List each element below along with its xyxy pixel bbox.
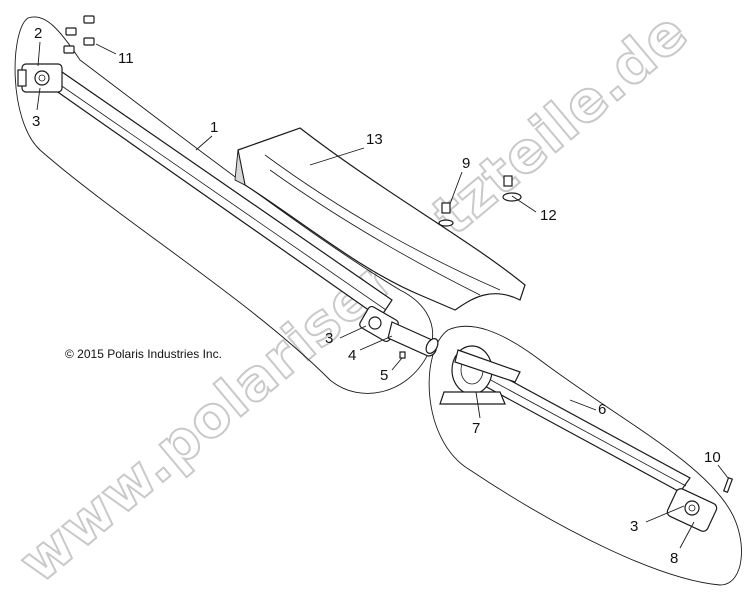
callout-2: 2	[34, 25, 42, 42]
callout-6: 6	[598, 401, 606, 418]
rear-u-joint-yoke	[666, 488, 718, 532]
rear-shaft-assembly-outline	[428, 325, 742, 586]
roll-pin	[722, 476, 734, 494]
shaft-cover	[234, 127, 526, 311]
rear-prop-shaft	[469, 363, 691, 493]
bearing-mount-bolts	[438, 175, 522, 227]
front-u-joint-yoke	[17, 63, 63, 93]
callout-8: 8	[670, 550, 678, 567]
center-coupler	[359, 305, 439, 357]
bolt-set	[63, 15, 95, 54]
callout-4: 4	[348, 347, 356, 364]
callout-10: 10	[704, 449, 721, 466]
callout-3-front: 3	[32, 113, 40, 130]
callout-12: 12	[540, 207, 557, 224]
callout-7: 7	[472, 420, 480, 437]
set-screw	[399, 351, 406, 359]
callout-13: 13	[366, 131, 383, 148]
callout-3-rear: 3	[630, 518, 638, 535]
center-support-bearing	[439, 345, 521, 405]
front-shaft-assembly-outline	[14, 16, 434, 394]
callout-9: 9	[462, 155, 470, 172]
callout-1: 1	[210, 119, 218, 136]
copyright-notice: © 2015 Polaris Industries Inc.	[65, 347, 222, 361]
leader-lines	[36, 41, 729, 549]
callout-11: 11	[118, 50, 134, 67]
callout-5: 5	[380, 367, 388, 384]
callout-3-center: 3	[325, 330, 333, 347]
